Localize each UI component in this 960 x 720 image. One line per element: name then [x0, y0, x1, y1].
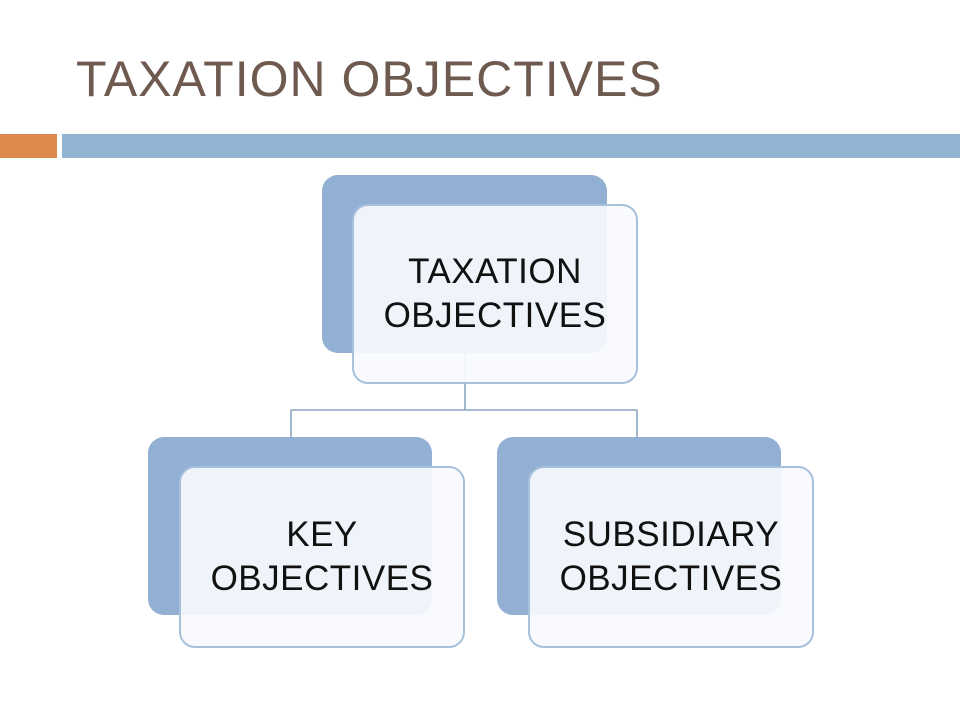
root-node-label: TAXATION OBJECTIVES [352, 204, 638, 384]
key-objectives-node[interactable] [179, 466, 465, 648]
subsidiary-objectives-node[interactable] [528, 466, 814, 648]
title-accent-bar [0, 134, 57, 158]
root-node-label-line1: TAXATION [408, 252, 582, 291]
key-objectives-label-line2: OBJECTIVES [210, 559, 434, 598]
slide-title: TAXATION OBJECTIVES [76, 51, 663, 107]
subsidiary-objectives-label: SUBSIDIARY OBJECTIVES [528, 466, 814, 648]
root-node[interactable] [352, 204, 638, 384]
title-rule-bar [62, 134, 960, 158]
key-objectives-label: KEY OBJECTIVES [179, 466, 465, 648]
key-objectives-label-line1: KEY [286, 515, 358, 554]
subsidiary-objectives-label-line1: SUBSIDIARY [562, 515, 780, 554]
subsidiary-objectives-label-line2: OBJECTIVES [559, 559, 783, 598]
root-node-label-line2: OBJECTIVES [383, 296, 607, 335]
